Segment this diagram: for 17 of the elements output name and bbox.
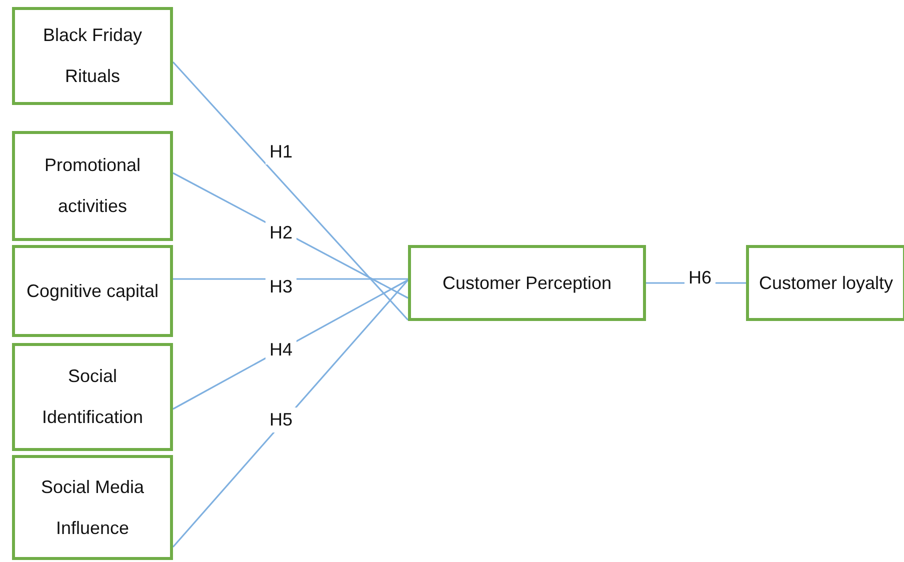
- node-label: Social Media Influence: [40, 476, 146, 540]
- construct-box: [12, 455, 173, 560]
- node-label: Promotional activities: [43, 154, 142, 218]
- node-label: Black Friday Rituals: [42, 24, 144, 88]
- edge-label: H4: [266, 338, 296, 362]
- construct-box: [12, 245, 173, 337]
- construct-box: [408, 245, 646, 321]
- construct-box: [12, 7, 173, 105]
- construct-box: [12, 343, 173, 451]
- construct-box: [12, 131, 173, 241]
- node-label: Cognitive capital: [26, 280, 159, 303]
- connector-line: [172, 61, 409, 321]
- node-label: Customer loyalty: [758, 272, 894, 295]
- connector-line: [172, 279, 409, 548]
- construct-box: [746, 245, 904, 321]
- node-label: Customer Perception: [442, 272, 612, 295]
- node-label: Social Identification: [40, 365, 144, 429]
